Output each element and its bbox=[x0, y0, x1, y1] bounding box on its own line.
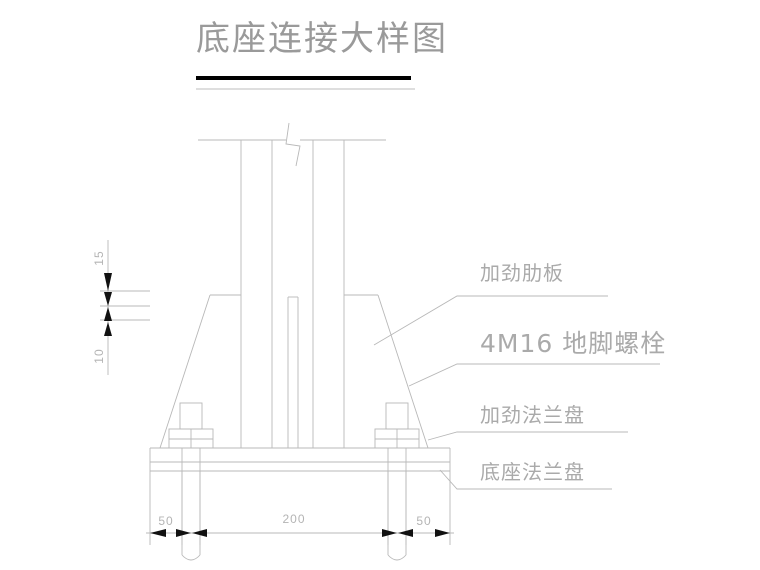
hdim-arrow-r1 bbox=[398, 529, 413, 537]
label-stiffened-flange: 加劲法兰盘 bbox=[480, 403, 585, 427]
hdim-arrow-c1 bbox=[192, 529, 207, 537]
bolt-head-right bbox=[385, 402, 409, 430]
vertical-dimension-group bbox=[100, 240, 150, 375]
rib-slope-right bbox=[377, 294, 429, 449]
horizontal-dimension-arrows bbox=[150, 529, 450, 537]
base-flange-plates bbox=[149, 447, 451, 472]
rib-slope-left bbox=[159, 294, 211, 449]
dim-horizontal-center: 200 bbox=[282, 512, 305, 526]
dim-horizontal-left: 50 bbox=[158, 514, 173, 528]
break-line-symbol bbox=[285, 122, 301, 167]
leader-stiffened-flange bbox=[427, 431, 628, 441]
dim-vertical-top: 15 bbox=[92, 250, 106, 265]
rib-plate-shape bbox=[159, 294, 429, 449]
bolt-head-left bbox=[179, 402, 203, 430]
dim-vertical-bottom: 10 bbox=[92, 348, 106, 363]
dim-horizontal-right: 50 bbox=[416, 514, 431, 528]
label-anchor-bolt: 4M16 地脚螺栓 bbox=[480, 329, 666, 358]
vdim-arrow-down-mid bbox=[104, 292, 112, 306]
vdim-arrow-down-top bbox=[104, 273, 112, 291]
column-group bbox=[198, 122, 386, 448]
title-underline-thick bbox=[196, 76, 411, 80]
hdim-arrow-l1 bbox=[150, 529, 166, 537]
leader-rib-plate bbox=[373, 295, 608, 346]
bolt-shaft-left-tip bbox=[181, 554, 201, 561]
drawing-title: 底座连接大样图 bbox=[196, 19, 448, 59]
leader-anchor-bolt bbox=[408, 363, 660, 387]
label-rib-plate: 加劲肋板 bbox=[480, 261, 564, 285]
vdim-arrow-up-bottom bbox=[104, 322, 112, 336]
bolt-shaft-right-tip bbox=[387, 554, 407, 561]
leader-lines bbox=[373, 295, 660, 490]
hdim-arrow-c2 bbox=[382, 529, 397, 537]
hdim-arrow-l2 bbox=[176, 529, 191, 537]
hdim-arrow-r2 bbox=[435, 529, 450, 537]
label-base-flange: 底座法兰盘 bbox=[480, 460, 585, 484]
leader-base-flange bbox=[439, 469, 612, 490]
vdim-arrow-up-mid bbox=[104, 307, 112, 321]
vertical-dimension-arrows bbox=[104, 273, 112, 336]
